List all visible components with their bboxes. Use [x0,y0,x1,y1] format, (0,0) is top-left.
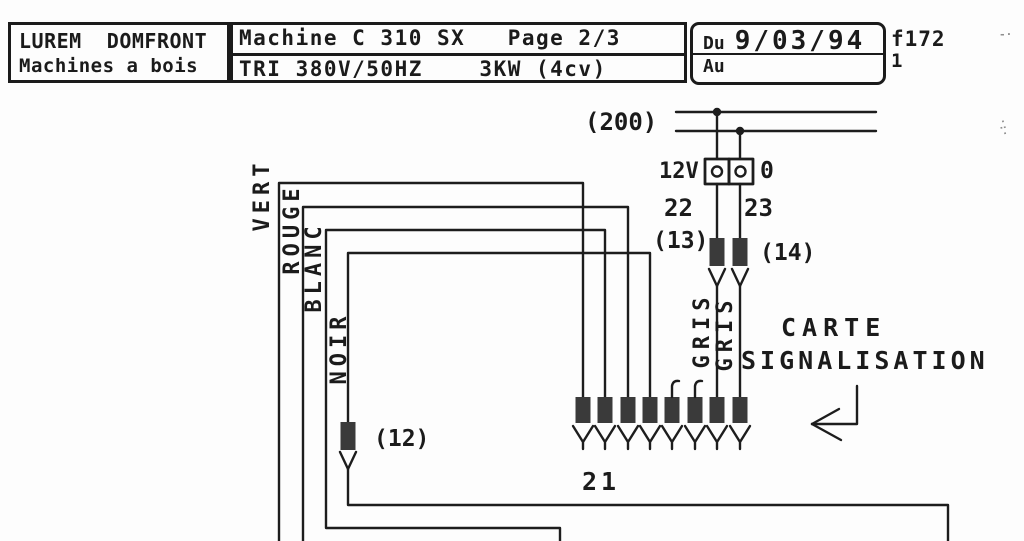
pin-label-14: (14) [760,240,816,266]
terminal-label-0: 0 [760,158,774,184]
terminal-screw [734,165,747,178]
wire-color-label-blanc: BLANC [302,221,327,313]
terminal-screw [710,165,724,178]
pin-stub [693,379,704,399]
machine-specs: TRI 380V/50HZ 3KW (4cv) [239,57,607,81]
connector-pin [732,397,748,423]
wire-21-path [346,467,950,541]
date-box: Du 9/03/94 Au [690,22,886,85]
date-du-row: Du 9/03/94 [693,25,883,56]
company-subtitle: Machines a bois [19,55,199,77]
connector-pin [620,397,636,423]
date-au-label: Au [703,56,725,77]
supply-label-200: (200) [585,108,658,136]
card-pointer-arrow [810,384,859,442]
terminal-label-12v: 12V [659,159,699,184]
connector-socket [593,424,617,451]
date-du-value: 9/03/94 [734,26,866,56]
card-title-line2: SIGNALISATION [741,346,989,375]
wire-vert [277,181,585,541]
pin-label-13: (13) [653,228,709,254]
supply-bus-lines [674,107,878,161]
connector-socket [705,424,729,451]
connector-socket [616,424,640,451]
connector-pin [687,397,703,423]
pin-label-12: (12) [374,426,430,452]
company-box: LUREM DOMFRONT Machines a bois [8,22,230,83]
connector-pin [642,397,658,423]
wire-noir [346,251,652,424]
doc-reference: f172 1 [891,27,946,71]
machine-box: Machine C 310 SX Page 2/3 TRI 380V/50HZ … [230,22,687,83]
wire-label-22: 22 [664,194,693,222]
connector-socket [683,424,707,451]
connector-pin [709,397,725,423]
connector-socket-12 [338,450,358,471]
wire-color-label-noir: NOIR [327,311,352,385]
card-connector [571,379,752,451]
terminal-block-12v [703,157,755,186]
connector-socket [660,424,684,451]
machine-title: Machine C 310 SX Page 2/3 [233,25,684,56]
card-title-line1: CARTE [781,313,887,342]
doc-ref-code: f172 [891,27,946,51]
connector-pin [664,397,680,423]
connector-pin-13 [707,238,727,399]
date-du-label: Du [703,33,725,54]
wire-label-21: 21 [582,467,621,496]
connector-pin [575,397,591,423]
pin-12 [338,422,358,471]
connector-socket [728,424,752,451]
pin-stub [670,379,681,399]
date-au-row: Au [693,55,883,83]
connector-pin [597,397,613,423]
scan-artifact: -· [999,28,1013,41]
connector-socket [571,424,595,451]
doc-sheet-number: 1 [891,50,903,72]
company-name: LUREM DOMFRONT [19,29,208,53]
connector-socket [638,424,662,451]
wire-color-label-vert: VERT [250,158,275,232]
wire-rouge [301,205,630,541]
wire-blanc [324,228,607,541]
wire-label-23: 23 [744,194,773,222]
gris-label-2: GRIS [713,294,738,372]
connector-pin-14 [730,238,750,399]
